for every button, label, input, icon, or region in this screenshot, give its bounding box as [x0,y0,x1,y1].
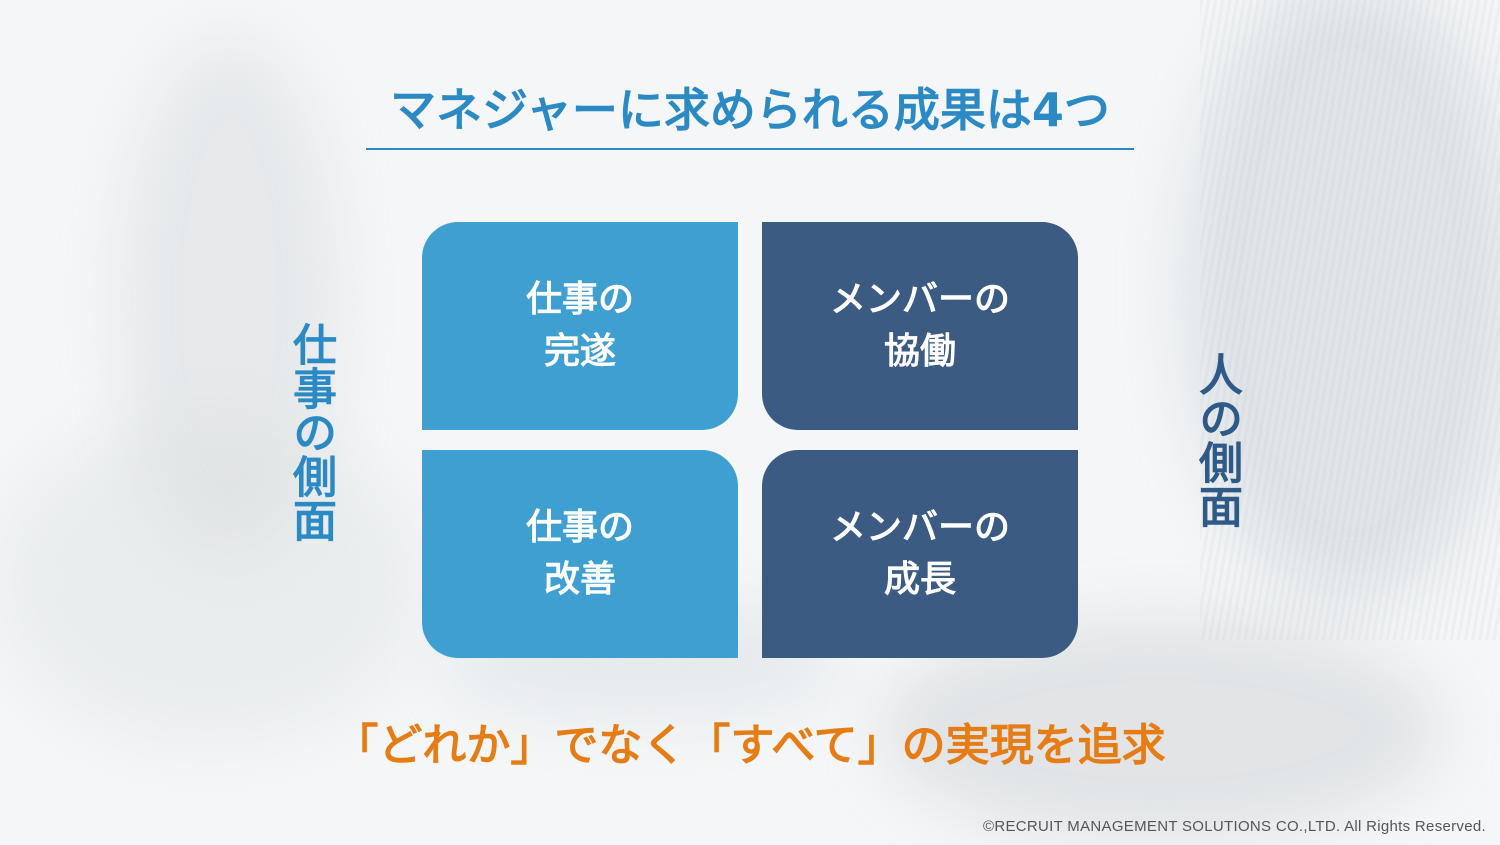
quadrant-member-collaboration: メンバーの 協働 [762,222,1078,430]
quadrant-line2: 完遂 [543,331,616,372]
slide-title: マネジャーに求められる成果は4つ [366,78,1134,150]
quadrant-line1: メンバーの [829,279,1010,320]
quadrant-line1: 仕事の [525,507,634,548]
quadrant-member-growth: メンバーの 成長 [762,450,1078,658]
people-aspect-label: 人の側面 [1191,352,1242,528]
quadrant-line1: メンバーの [829,507,1010,548]
quadrant-line2: 協働 [883,331,956,372]
quadrant-line2: 成長 [883,559,956,600]
quadrant-line2: 改善 [543,559,616,600]
quadrant-work-completion: 仕事の 完遂 [422,222,738,430]
quadrant-line1: 仕事の [525,279,634,320]
copyright-notice: ©RECRUIT MANAGEMENT SOLUTIONS CO.,LTD. A… [982,818,1486,835]
tagline: 「どれか」でなく「すべて」の実現を追求 [334,720,1166,771]
quadrant-work-improvement: 仕事の 改善 [422,450,738,658]
work-aspect-label: 仕事の側面 [285,322,336,542]
